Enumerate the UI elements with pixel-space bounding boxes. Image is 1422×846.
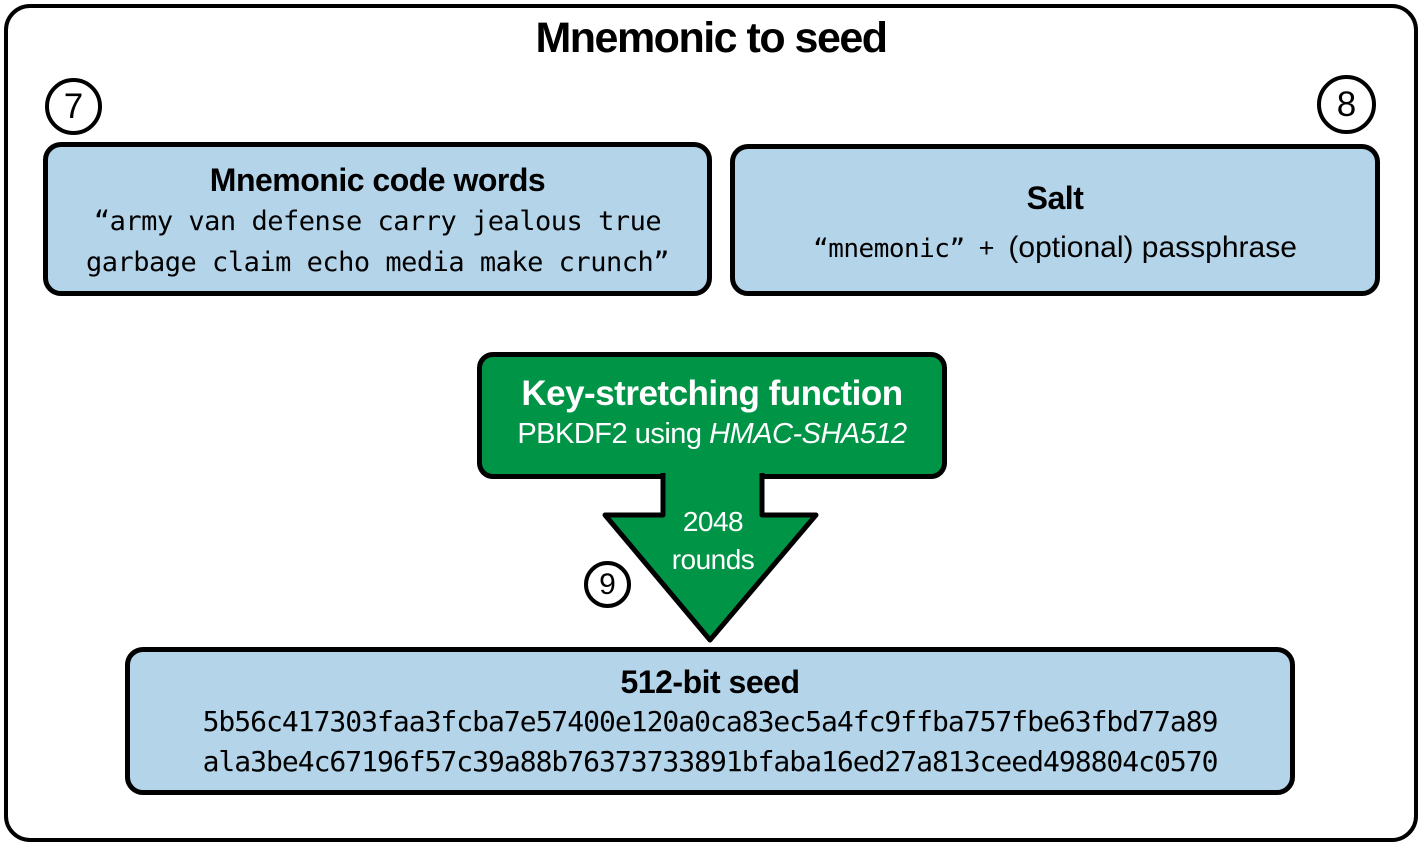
- salt-box-heading: Salt: [1026, 180, 1084, 216]
- seed-box-heading: 512-bit seed: [620, 664, 800, 700]
- salt-passphrase-text: (optional) passphrase: [1008, 231, 1297, 264]
- pbkdf2-subtitle-prefix: PBKDF2 using: [517, 418, 710, 450]
- down-arrow: [602, 473, 819, 643]
- salt-value-line: “mnemonic” + (optional) passphrase: [735, 229, 1375, 268]
- mnemonic-code-words-box: Mnemonic code words “army van defense ca…: [43, 142, 712, 296]
- salt-plus-sign: +: [978, 233, 995, 263]
- hmac-sha512-italic: HMAC-SHA512: [709, 418, 907, 450]
- step-badge-7: 7: [45, 78, 102, 135]
- figure-border: [4, 4, 1418, 842]
- salt-box: Salt “mnemonic” + (optional) passphrase: [730, 144, 1380, 296]
- seed-hex-line-1: 5b56c417303faa3fcba7e57400e120a0ca83ec5a…: [202, 705, 1219, 738]
- seed-box: 512-bit seed 5b56c417303faa3fcba7e57400e…: [125, 647, 1295, 795]
- mnemonic-words-line-1: “army van defense carry jealous true: [93, 206, 662, 237]
- step-badge-9: 9: [584, 561, 631, 608]
- figure-title: Mnemonic to seed: [535, 14, 888, 62]
- mnemonic-words-line-2: garbage claim echo media make crunch”: [86, 247, 669, 278]
- step-badge-8-number: 8: [1336, 84, 1357, 124]
- down-arrow-shape: [602, 473, 819, 643]
- salt-mnemonic-literal: “mnemonic”: [813, 234, 965, 264]
- rounds-count: 2048: [682, 506, 744, 537]
- seed-hex-line-2: ala3be4c67196f57c39a88b76373733891bfaba1…: [202, 745, 1219, 778]
- rounds-word: rounds: [671, 544, 755, 575]
- key-stretching-heading: Key-stretching function: [521, 374, 903, 413]
- mnemonic-box-heading: Mnemonic code words: [209, 162, 546, 198]
- step-badge-8: 8: [1317, 75, 1376, 134]
- step-badge-7-number: 7: [63, 86, 84, 126]
- rounds-label: 2048 rounds: [645, 503, 781, 579]
- key-stretching-function-box: Key-stretching function PBKDF2 using HMA…: [477, 352, 947, 479]
- step-badge-9-number: 9: [599, 567, 616, 601]
- pbkdf2-subtitle: PBKDF2 using HMAC-SHA512: [482, 416, 942, 452]
